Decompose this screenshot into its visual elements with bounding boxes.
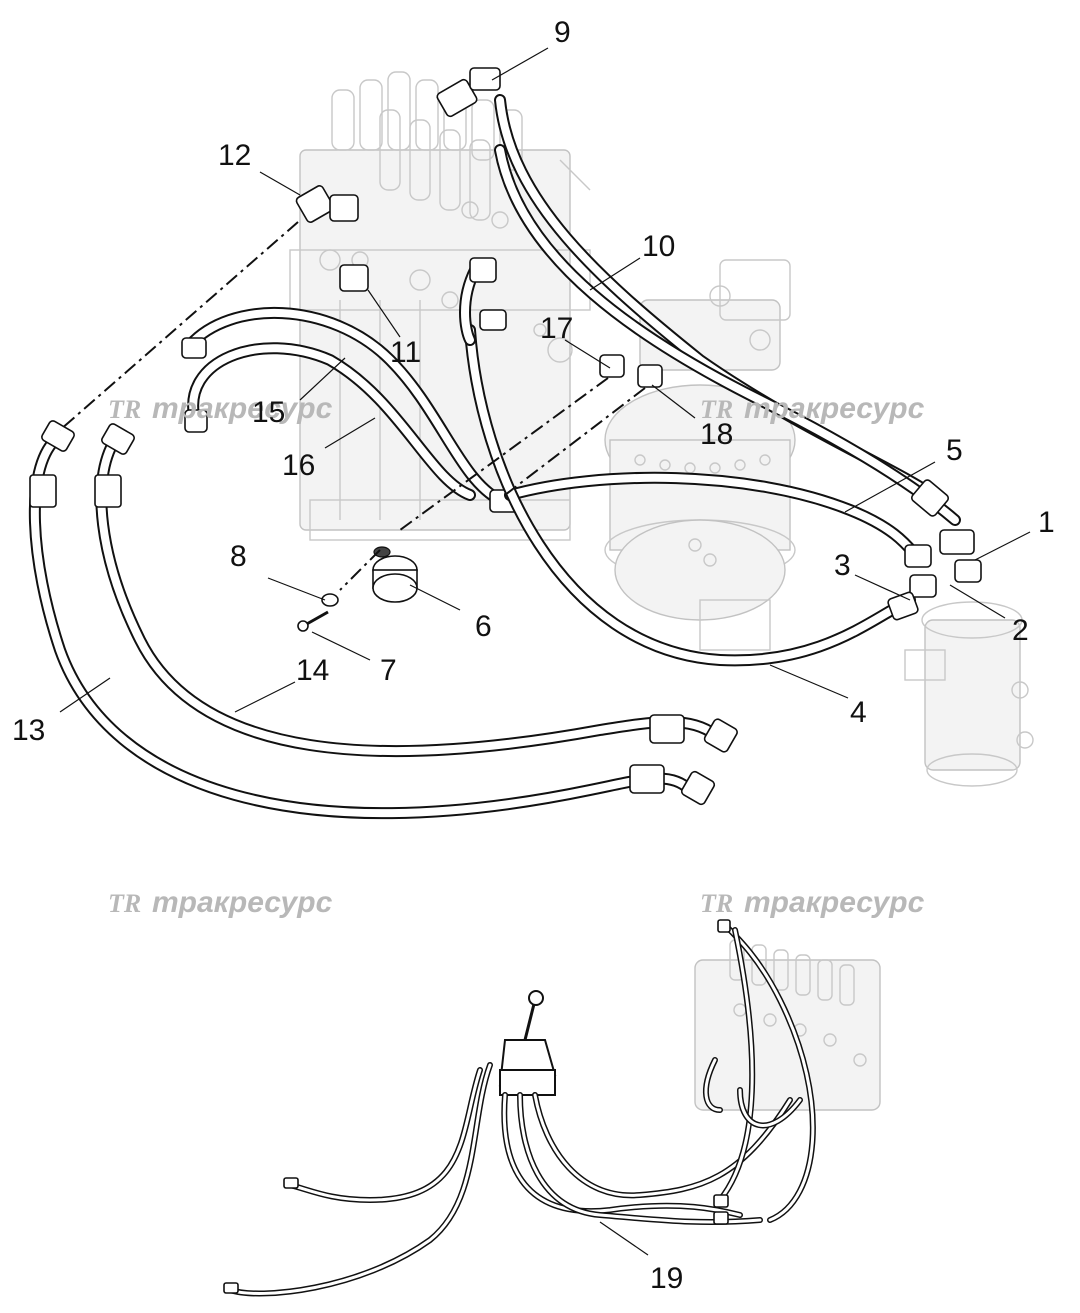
watermark-logo: TR: [108, 395, 141, 424]
lower-valve-block-ghost: [694, 939, 881, 1111]
watermark-logo: TR: [700, 395, 733, 424]
hose-4: [464, 324, 916, 667]
fittings-upper: [295, 67, 982, 621]
callout-7: 7: [380, 654, 397, 687]
watermark-logo: TR: [108, 889, 141, 918]
watermark-bottom-left: TR тракресурс: [108, 886, 333, 919]
callout-14: 14: [296, 654, 329, 687]
watermark-top-right: TR тракресурс: [700, 392, 925, 425]
callout-16: 16: [282, 449, 315, 482]
hose-19-bundle: [223, 919, 816, 1297]
callout-4: 4: [850, 696, 867, 729]
hose-13: [28, 420, 716, 820]
hose-15: [184, 307, 506, 506]
watermark-top-left: TR тракресурс: [108, 392, 333, 425]
hose-16: [181, 337, 519, 513]
callout-3: 3: [834, 549, 851, 582]
callout-18: 18: [700, 418, 733, 451]
assembly-lines: [59, 221, 646, 591]
watermark-text: тракресурс: [744, 392, 925, 425]
clamp-6: [372, 546, 418, 603]
callout-15: 15: [252, 396, 285, 429]
watermark-text: тракресурс: [744, 886, 925, 919]
joystick-assembly: [498, 990, 557, 1096]
watermark-text: тракресурс: [152, 392, 333, 425]
callout-2: 2: [1012, 614, 1029, 647]
callout-5: 5: [946, 434, 963, 467]
callout-1: 1: [1038, 506, 1055, 539]
bolt-7: [297, 610, 329, 632]
swivel-joint-ghost: [904, 601, 1034, 787]
watermark-bottom-right: TR тракресурс: [700, 886, 925, 919]
watermark-logo: TR: [700, 889, 733, 918]
callout-13: 13: [12, 714, 45, 747]
callout-19: 19: [650, 1262, 683, 1295]
leader-lines: [59, 47, 1031, 1256]
callout-10: 10: [642, 230, 675, 263]
callout-labels: 1 2 3 4 5 6 7 8 9 10 11 12 13 14 15 16 1…: [12, 16, 1055, 1295]
watermark-text: тракресурс: [152, 886, 333, 919]
swing-motor-ghost: [604, 259, 796, 651]
hose-14: [94, 423, 738, 758]
callout-17: 17: [540, 312, 573, 345]
callout-8: 8: [230, 540, 247, 573]
callout-11: 11: [390, 336, 421, 369]
callout-6: 6: [475, 610, 492, 643]
callout-9: 9: [554, 16, 571, 49]
hose-9-10: [494, 94, 961, 526]
hose-5: [504, 471, 926, 566]
bolt-8: [321, 593, 339, 607]
callout-12: 12: [218, 139, 251, 172]
